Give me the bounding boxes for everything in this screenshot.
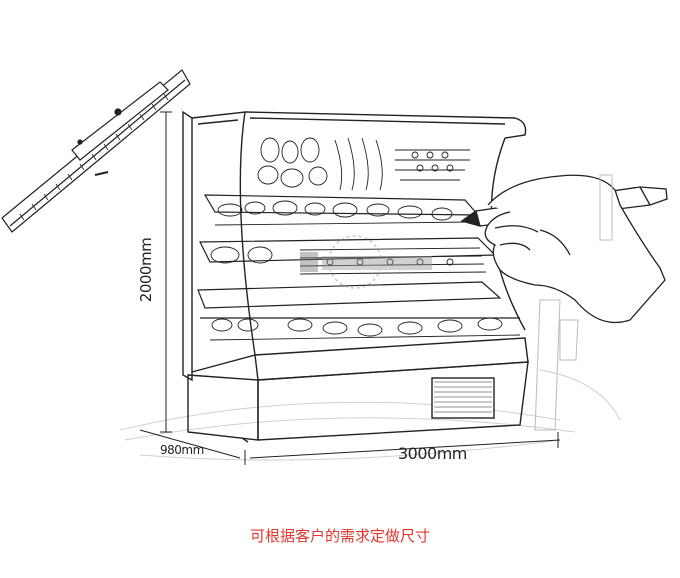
ruler-icon — [1, 69, 191, 233]
width-dimension-line — [139, 429, 561, 465]
height-dimension-label: 2000mm — [137, 237, 155, 303]
hand-with-pencil-icon — [460, 174, 668, 324]
merchandise-sketch — [209, 137, 521, 341]
depth-dimension-label: 980mm — [160, 443, 204, 457]
background-ruler-arcs — [119, 369, 621, 461]
watermark-logo — [300, 235, 432, 289]
height-dimension-line — [160, 111, 172, 433]
custom-size-caption: 可根据客户的需求定做尺寸 — [249, 527, 430, 545]
cabinet-outline — [182, 110, 529, 443]
side-ruler-icon — [534, 174, 613, 431]
width-dimension-label: 3000mm — [398, 444, 467, 463]
